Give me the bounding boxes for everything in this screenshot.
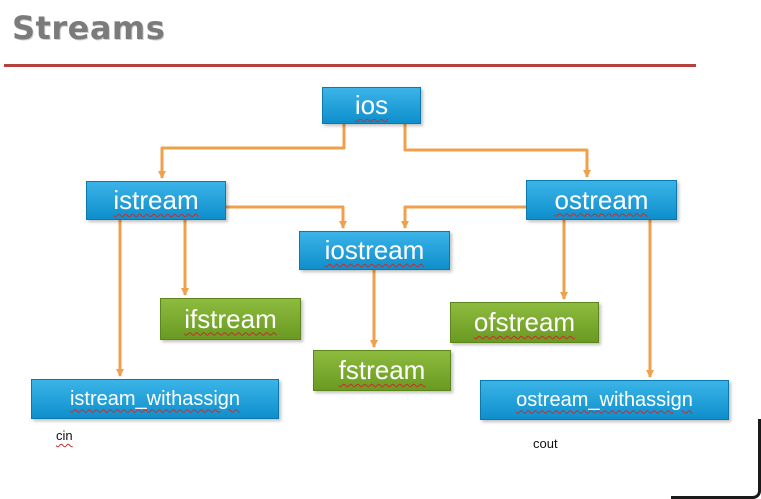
node-ofstream: ofstream: [450, 302, 599, 343]
node-ostream: ostream: [526, 180, 677, 220]
node-istream-withassign: istream_withassign: [31, 379, 279, 419]
edge-istream-iostream: [226, 205, 347, 229]
node-ios: ios: [322, 87, 421, 124]
slide-title: Streams: [12, 9, 166, 47]
title-underline-rule: [4, 64, 696, 67]
node-ifstream: ifstream: [160, 298, 301, 340]
cout-label: cout: [533, 436, 558, 451]
edge-ios-istream: [158, 124, 346, 179]
node-ostream-withassign: ostream_withassign: [480, 380, 729, 420]
node-fstream: fstream: [313, 350, 451, 391]
edge-ostream-iostream: [401, 205, 526, 229]
node-iostream: iostream: [299, 231, 450, 270]
edge-ios-ostream: [403, 124, 591, 178]
node-istream: istream: [86, 181, 226, 220]
cin-label: cin: [56, 428, 73, 443]
corner-frame-decoration: [671, 419, 761, 499]
